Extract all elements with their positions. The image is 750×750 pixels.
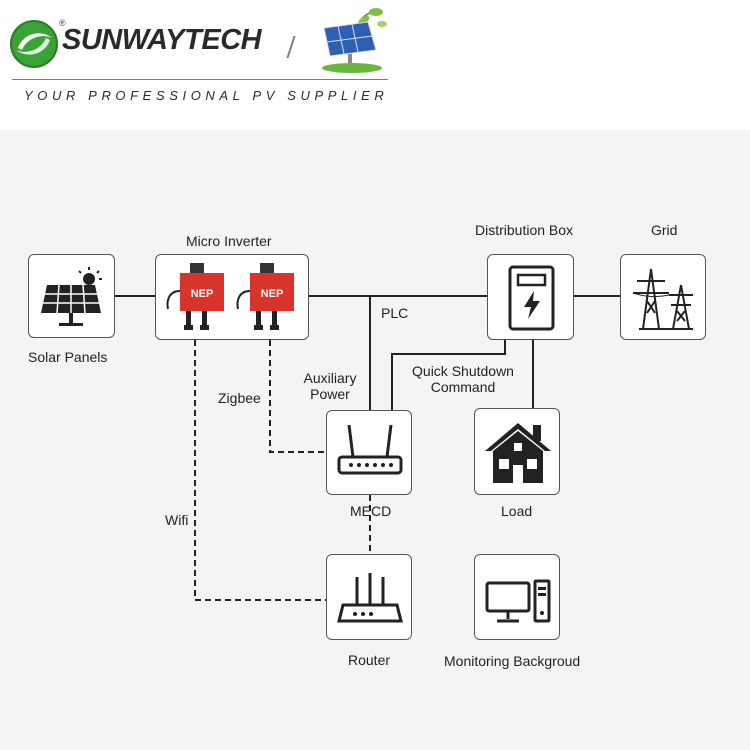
svg-text:NEP: NEP (261, 288, 284, 300)
router-icon (337, 424, 403, 475)
registered-mark: ® (59, 18, 66, 28)
monitoring-label: Monitoring Backgroud (444, 653, 581, 669)
auxiliary-power-label: Auxiliary Power (298, 370, 362, 402)
header-rule (12, 79, 388, 80)
line-wifi (194, 340, 326, 601)
distribution-box-node (487, 254, 574, 340)
mecd-node (326, 410, 412, 495)
load-node (474, 408, 560, 495)
auxiliary-power-line-2: Power (310, 386, 350, 402)
transmission-tower-icon (632, 268, 693, 330)
line-zigbee (269, 340, 326, 453)
router-label: Router (348, 652, 391, 668)
router-node (326, 554, 412, 640)
grid-label: Grid (651, 222, 678, 238)
solar-panel-icon (41, 267, 102, 326)
micro-inverter-node: NEP NEP (155, 254, 309, 340)
header: ® SUNWAYTECH YOUR PROFESSIONAL PV SUPPLI… (0, 0, 750, 130)
line-quick-shutdown (391, 340, 506, 410)
grid-node (620, 254, 706, 340)
svg-text:NEP: NEP (191, 288, 214, 300)
house-icon (485, 423, 551, 483)
quick-shutdown-line-1: Quick Shutdown (412, 363, 514, 379)
monitor-computer-icon (485, 579, 551, 623)
solar-panels-node (28, 254, 115, 338)
router-icon (337, 573, 403, 623)
plc-label: PLC (381, 305, 409, 321)
brand-name: SUNWAYTECH (62, 24, 262, 56)
solar-panels-label: Solar Panels (28, 349, 108, 365)
micro-inverter-label: Micro Inverter (186, 233, 272, 249)
solar-panel-sprout-icon (322, 8, 387, 73)
monitoring-node (474, 554, 560, 640)
mecd-label: MECD (350, 503, 392, 519)
auxiliary-power-line-1: Auxiliary (303, 370, 357, 386)
tagline: YOUR PROFESSIONAL PV SUPPLIER (24, 88, 389, 103)
distribution-box-icon (508, 265, 555, 331)
wifi-label: Wifi (165, 512, 189, 528)
quick-shutdown-line-2: Command (430, 379, 496, 395)
quick-shutdown-label: Quick Shutdown Command (404, 363, 522, 395)
zigbee-label: Zigbee (218, 390, 261, 406)
distribution-box-label: Distribution Box (475, 222, 574, 238)
load-label: Load (501, 503, 533, 519)
micro-inverter-icon: NEP NEP (166, 263, 294, 330)
sunwaytech-logo-icon (10, 20, 58, 68)
